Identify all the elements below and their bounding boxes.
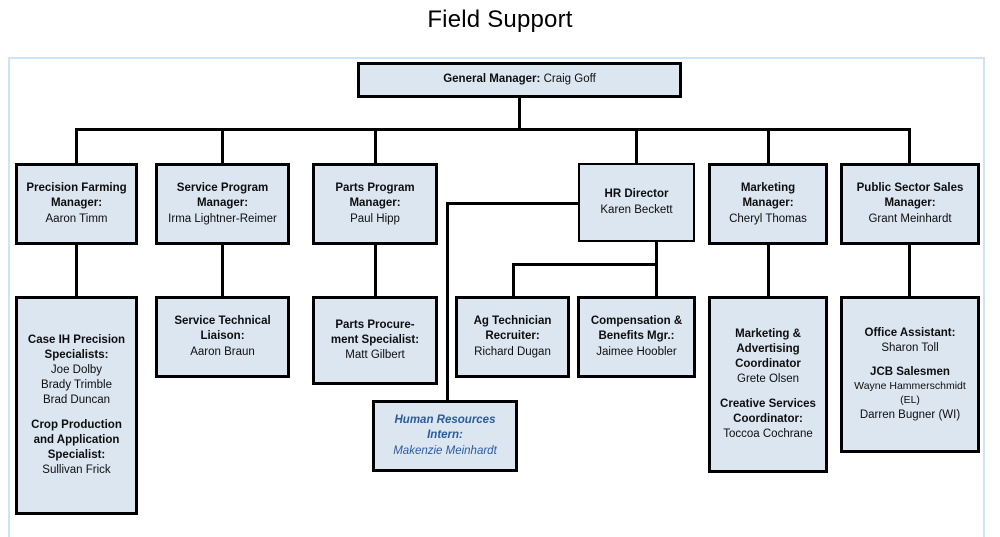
service-program-title-2: Manager: <box>196 197 249 210</box>
marketing-adv-title-2: Advertising <box>736 343 800 356</box>
case-ih-name-3: Brad Duncan <box>42 394 111 407</box>
marketing-manager-name: Cheryl Thomas <box>729 212 807 225</box>
connector-parts-program-to-procurement <box>374 242 377 296</box>
service-liaison-title-1: Service Technical <box>174 315 271 328</box>
ag-recruiter-title-1: Ag Technician <box>473 315 552 328</box>
connector-hr-sub-bus <box>512 263 658 266</box>
node-compensation-benefits-manager[interactable]: Compensation & Benefits Mgr.: Jaimee Hoo… <box>577 296 696 378</box>
creative-services-title-2: Coordinator: <box>733 412 803 425</box>
connector-bus-to-hr-director <box>635 128 638 163</box>
compensation-name: Jaimee Hoobler <box>596 345 677 358</box>
creative-services-name: Toccoa Cochrane <box>723 427 813 440</box>
case-ih-name-1: Joe Dolby <box>50 364 103 377</box>
connector-bus-to-precision-farming <box>75 128 78 163</box>
marketing-manager-title-2: Manager: <box>742 197 794 210</box>
connector-precision-farming-to-specialists <box>75 242 78 296</box>
ag-recruiter-title-2: Recruiter: <box>485 330 540 343</box>
node-general-manager[interactable]: General Manager: Craig Goff <box>357 62 682 98</box>
connector-hr-to-intern-vertical <box>446 202 449 400</box>
parts-program-title-2: Manager: <box>349 197 401 210</box>
case-ih-title-1: Case IH Precision <box>27 333 126 346</box>
parts-procurement-name: Matt Gilbert <box>345 349 405 362</box>
jcb-salesman-2-name: Darren Bugner (WI) <box>859 409 961 422</box>
connector-service-program-to-liaison <box>221 242 224 296</box>
hr-director-title: HR Director <box>604 188 669 201</box>
connector-hr-bus-to-ag-recruiter <box>512 263 515 296</box>
connector-hr-to-intern-horizontal <box>446 202 580 205</box>
node-service-program-manager[interactable]: Service Program Manager: Irma Lightner-R… <box>155 163 290 245</box>
connector-marketing-to-coordinator <box>767 242 770 296</box>
connector-public-sector-to-office-assistant <box>908 242 911 296</box>
precision-farming-name: Aaron Timm <box>45 212 108 225</box>
node-parts-program-manager[interactable]: Parts Program Manager: Paul Hipp <box>312 163 438 245</box>
node-marketing-advertising-coordinator[interactable]: Marketing & Advertising Coordinator Gret… <box>708 296 828 473</box>
service-program-title-1: Service Program <box>176 182 269 195</box>
node-office-assistant[interactable]: Office Assistant: Sharon Toll JCB Salesm… <box>840 296 980 453</box>
precision-farming-title-1: Precision Farming <box>26 182 127 195</box>
parts-procurement-title-2: ment Specialist: <box>330 333 420 346</box>
hr-intern-title-1: Human Resources <box>394 414 496 427</box>
marketing-adv-title-3: Coordinator <box>735 358 801 371</box>
connector-bus-to-parts-program <box>374 128 377 163</box>
connector-bus-to-marketing <box>767 128 770 163</box>
general-manager-title: General Manager: <box>443 73 541 86</box>
marketing-manager-title-1: Marketing <box>740 182 796 195</box>
parts-procurement-title-1: Parts Procure- <box>335 318 415 331</box>
case-ih-title-2: Specialists: <box>44 348 109 361</box>
service-liaison-title-2: Liaison: <box>200 330 245 343</box>
office-assistant-title: Office Assistant: <box>864 326 956 339</box>
jcb-salesman-1-name: Wayne Hammerschmidt <box>854 380 966 393</box>
connector-gm-down <box>518 95 521 129</box>
general-manager-name: Craig Goff <box>543 73 596 86</box>
node-human-resources-intern[interactable]: Human Resources Intern: Makenzie Meinhar… <box>372 400 518 472</box>
node-case-ih-precision-specialists[interactable]: Case IH Precision Specialists: Joe Dolby… <box>15 296 138 515</box>
connector-bus-to-service-program <box>221 128 224 163</box>
case-ih-name-2: Brady Trimble <box>41 379 112 392</box>
marketing-adv-name-1: Grete Olsen <box>737 373 799 386</box>
public-sector-name: Grant Meinhardt <box>868 212 952 225</box>
service-program-name: Irma Lightner-Reimer <box>168 212 277 225</box>
precision-farming-title-2: Manager: <box>50 197 103 210</box>
connector-hr-down <box>655 240 658 266</box>
jcb-salesman-1-location: (EL) <box>900 394 920 407</box>
hr-intern-title-2: Intern: <box>427 429 463 442</box>
ag-recruiter-name: Richard Dugan <box>474 345 551 358</box>
node-precision-farming-manager[interactable]: Precision Farming Manager: Aaron Timm <box>15 163 138 245</box>
hr-intern-name: Makenzie Meinhardt <box>393 444 497 457</box>
creative-services-title-1: Creative Services <box>720 397 816 410</box>
chart-canvas-frame <box>8 57 985 537</box>
marketing-adv-title-1: Marketing & <box>735 327 801 340</box>
crop-production-title-3: Specialist: <box>47 448 106 461</box>
node-public-sector-sales-manager[interactable]: Public Sector Sales Manager: Grant Meinh… <box>840 163 980 245</box>
connector-main-bus <box>75 128 909 131</box>
public-sector-title-1: Public Sector Sales <box>856 182 964 195</box>
parts-program-name: Paul Hipp <box>350 212 400 225</box>
hr-director-name: Karen Beckett <box>600 203 673 216</box>
node-marketing-manager[interactable]: Marketing Manager: Cheryl Thomas <box>708 163 828 245</box>
service-liaison-name: Aaron Braun <box>190 345 255 358</box>
office-assistant-name: Sharon Toll <box>881 341 939 354</box>
connector-bus-to-public-sector <box>908 128 911 163</box>
node-parts-procurement-specialist[interactable]: Parts Procure- ment Specialist: Matt Gil… <box>312 296 438 385</box>
crop-production-name: Sullivan Frick <box>42 464 111 477</box>
compensation-title-2: Benefits Mgr.: <box>598 330 675 343</box>
public-sector-title-2: Manager: <box>884 197 936 210</box>
node-hr-director[interactable]: HR Director Karen Beckett <box>578 163 695 242</box>
crop-production-title-1: Crop Production <box>31 418 122 431</box>
node-ag-technician-recruiter[interactable]: Ag Technician Recruiter: Richard Dugan <box>455 296 570 378</box>
connector-hr-bus-to-compensation <box>655 263 658 296</box>
compensation-title-1: Compensation & <box>590 315 683 328</box>
page-title: Field Support <box>427 6 573 33</box>
parts-program-title-1: Parts Program <box>335 182 415 195</box>
crop-production-title-2: and Application <box>33 433 120 446</box>
jcb-salesmen-title: JCB Salesmen <box>870 366 950 379</box>
node-service-technical-liaison[interactable]: Service Technical Liaison: Aaron Braun <box>155 296 290 378</box>
